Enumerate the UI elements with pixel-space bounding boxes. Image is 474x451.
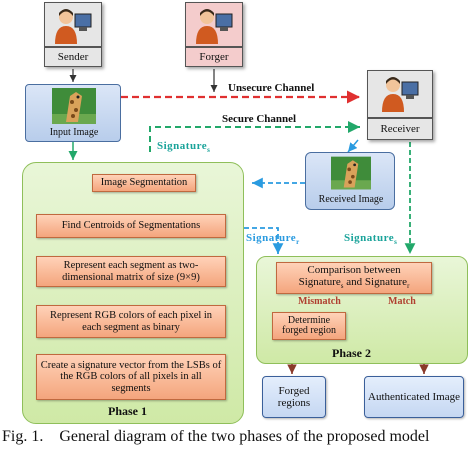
phase1-step-centroids: Find Centroids of Segmentations — [36, 214, 226, 238]
signature-s-label-right: Signatures — [344, 232, 397, 246]
signature-subscript: s — [207, 146, 211, 155]
forger-actor — [185, 2, 243, 47]
phase1-title: Phase 1 — [108, 404, 147, 418]
sender-label: Sender — [44, 47, 102, 67]
person-at-computer-icon — [382, 77, 419, 112]
comparison-text: Comparison between — [307, 264, 401, 277]
signature-subscript: r — [296, 238, 300, 247]
arrow-receiver-to-received — [347, 139, 359, 153]
signature-s-label-top: Signatures — [157, 140, 210, 154]
phase1-step-segmentation: Image Segmentation — [92, 174, 196, 192]
figure-caption: Fig. 1. General diagram of the two phase… — [2, 428, 430, 445]
comparison-signatures: Signatures and Signaturer — [298, 276, 410, 291]
secure-channel-label: Secure Channel — [222, 113, 297, 125]
arrow-phase1-to-phase2 — [244, 227, 284, 254]
authenticated-image-box: Authenticated Image — [364, 376, 464, 418]
received-image-box: Received Image — [305, 152, 395, 210]
phase1-step-signature-vector: Create a signature vector from the LSBs … — [36, 354, 226, 400]
match-label: Match — [388, 296, 416, 307]
phase2-determine: Determine forged region — [272, 312, 346, 340]
secure-channel-arrow — [149, 121, 360, 152]
person-at-computer-icon — [55, 9, 92, 44]
phase2-comparison: Comparison between Signatures and Signat… — [276, 262, 432, 294]
phase1-step-binary: Represent RGB colors of each pixel in ea… — [36, 305, 226, 338]
signature-text: Signature — [344, 232, 395, 244]
forged-regions-box: Forged regions — [262, 376, 326, 418]
signature-text: Signature — [298, 276, 341, 288]
receiver-label: Receiver — [367, 118, 433, 140]
phase2-title: Phase 2 — [332, 346, 371, 360]
mismatch-label: Mismatch — [298, 296, 341, 307]
giraffe-image-icon — [331, 156, 371, 190]
signature-subscript: r — [407, 282, 410, 291]
signature-r-label: Signaturer — [246, 232, 300, 246]
input-image-box: Input Image — [25, 84, 121, 142]
input-image-label: Input Image — [49, 127, 99, 138]
unsecure-channel-label: Unsecure Channel — [228, 82, 315, 94]
forger-label: Forger — [185, 47, 243, 67]
signature-text: Signature — [364, 276, 408, 288]
signature-subscript: s — [340, 282, 344, 291]
received-image-label: Received Image — [318, 194, 384, 205]
phase1-step-matrix: Represent each segment as two-dimensiona… — [36, 256, 226, 287]
person-at-computer-icon — [196, 9, 233, 44]
receiver-actor — [367, 70, 433, 118]
signature-text: Signature — [246, 232, 297, 244]
and-word: and — [346, 276, 363, 288]
signature-text: Signature — [157, 140, 208, 152]
sender-actor — [44, 2, 102, 47]
giraffe-image-icon — [52, 88, 96, 124]
signature-subscript: s — [394, 238, 398, 247]
